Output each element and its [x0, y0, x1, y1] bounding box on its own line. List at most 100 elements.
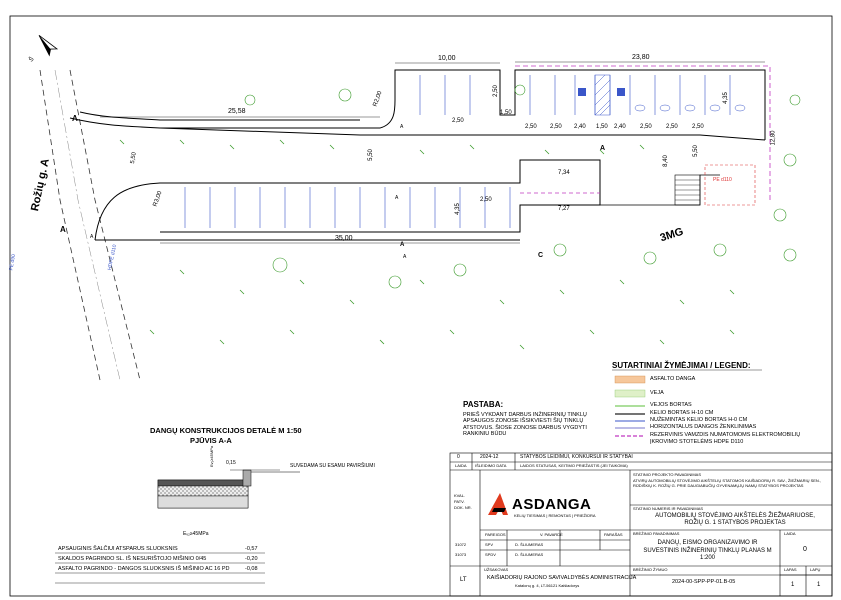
dim-4-35-b: 4,35	[454, 203, 461, 215]
tb-role-1-name: D. ŠLIUMERAS	[515, 542, 544, 547]
section-mark-c: C	[538, 252, 544, 259]
north-arrow-icon	[38, 34, 59, 57]
detail-surface-note: SUVEDAMA SU ESAMU PAVIRŠIUMI	[290, 463, 375, 469]
dim-2-50-v: 2,50	[492, 85, 499, 97]
tb-client-addr: Katalonų g. 4, LT-56121 Kaišiadorys	[515, 583, 580, 588]
utility-pe-right: PE d110	[713, 177, 732, 183]
tb-laida-label: LAIDA	[784, 531, 796, 536]
legend-item-asphalt: ASFALTO DANGA	[650, 376, 696, 382]
dimension-lines	[100, 61, 765, 244]
tb-code-label: BRĖŽINIO ŽYMUO	[633, 567, 668, 572]
construction-detail-graphic	[157, 469, 300, 509]
reserve-pipe-line	[515, 65, 771, 200]
tb-part-label: STATINIO NUMERIS IR PAVADINIMAS	[633, 506, 704, 511]
detail-layer-table	[55, 552, 265, 584]
detail-layer-1-value: -0,57	[245, 546, 258, 552]
detail-layer-2-value: -0,20	[245, 556, 258, 562]
legend-item-road-curb: KELIO BORTAS H-10 CM	[650, 410, 714, 416]
tb-role-2-id: 31073	[455, 552, 467, 557]
tb-role-1-role: SPV	[485, 542, 494, 547]
tb-company: ASDANGA	[512, 496, 592, 513]
section-mark-a1: A	[600, 145, 606, 152]
detail-layer-1: APSAUGINIS ŠALČIUI ATSPARUS SLUOKSNIS	[58, 546, 178, 552]
legend-title: SUTARTINIAI ŽYMĖJIMAI / LEGEND:	[612, 361, 751, 370]
section-arrow-a2: A	[400, 124, 404, 130]
dim-7-34: 7,34	[558, 170, 570, 176]
section-mark-a2: A	[60, 225, 66, 234]
legend-item-reserve-pipe: REZERVINIS VAMZDIS NUMATOMOMS ELEKTROMOB…	[650, 432, 801, 445]
tb-client-label: UŽSAKOVAS	[484, 567, 509, 572]
dim-10-00: 10,00	[438, 55, 456, 62]
street-edges	[39, 69, 141, 381]
dim-2-50-h: 2,50	[480, 197, 492, 203]
note-title: PASTABA:	[463, 400, 504, 409]
tb-laida-value: 0	[803, 546, 807, 553]
dim-25-58: 25,58	[228, 108, 246, 115]
tb-code: 2024-00-SPP-PP-01.B-05	[672, 579, 736, 585]
sheet-frame	[9, 15, 833, 597]
detail-ev-top: Ev₂≥45MPa	[209, 445, 214, 467]
dim-1-50-b: 1,50	[596, 124, 608, 130]
dim-4-35-a: 4,35	[722, 92, 729, 104]
tb-role-header: PAREIGOS	[485, 532, 506, 537]
legend-item-marking: HORIZONTALUS DANGOS ŽENKLINIMAS	[650, 424, 757, 430]
tb-company-tag: KELIŲ TIESIMAS | REMONTAS | PRIEŽIŪRA	[514, 513, 596, 518]
tb-label-kval: KVAL.	[454, 493, 466, 498]
detail-layer-2: SKALDOS PAGRINDO SL. IŠ NESURIŠTOJO MIŠI…	[58, 556, 207, 562]
dim-12-80: 12,80	[770, 130, 777, 146]
detail-dim-015: 0,15	[226, 460, 236, 466]
tb-client-text: KAIŠIADORIŲ RAJONO SAVIVALDYBĖS ADMINIST…	[487, 575, 637, 581]
dim-1-50-a: 1,50	[500, 110, 512, 116]
footpath	[600, 174, 720, 206]
section-mark-a3: A	[72, 114, 78, 123]
disabled-parking-icon	[578, 88, 625, 96]
title-block-grid	[449, 452, 833, 597]
charging-zone	[704, 164, 756, 206]
section-mark-a4: A	[400, 242, 405, 248]
tb-role-1-id: 31072	[455, 542, 467, 547]
car-icons	[634, 104, 746, 112]
detail-ev-bottom: Eᵥ₂≥45MPa	[183, 531, 209, 537]
asdanga-logo-icon	[488, 493, 508, 515]
section-arrow-a1: A	[395, 195, 399, 201]
tb-rev-desc: STATYBOS LEIDIMUI, KONKURSUI IR STATYBAI	[520, 454, 633, 460]
dim-5-50-c: 5,50	[692, 145, 699, 157]
dim-2-40-a: 2,40	[574, 124, 586, 130]
lower-parking-stalls	[184, 187, 511, 228]
dim-35-00: 35,00	[335, 235, 353, 242]
tb-part-text: AUTOMOBILIŲ STOVĖJIMO AIKŠTELĖS ŽIEŽMARI…	[655, 513, 815, 527]
tb-object-text: ATVIRŲ AUTOMOBILIŲ STOVĖJIMO AIKŠTELIŲ S…	[633, 478, 822, 488]
upper-parking-stalls	[419, 75, 731, 115]
legend-item-lowered-curb: NUŽEMINTAS KELIO BORTAS H-0 CM	[650, 417, 748, 423]
dim-2-40-b: 2,40	[614, 124, 626, 130]
tb-object-label: STATINIO PROJEKTO PAVADINIMAS	[633, 472, 702, 477]
tb-sheet-value: 1	[791, 582, 795, 588]
dim-2-50-c: 2,50	[525, 124, 537, 130]
legend-swatches	[614, 375, 646, 437]
tb-label-patv: PATV.	[454, 499, 465, 504]
dim-2-50-f: 2,50	[666, 124, 678, 130]
dim-2-50-e: 2,50	[640, 124, 652, 130]
tb-label-dok: DOK. NR.	[454, 505, 472, 510]
tb-col-laida: LAIDA	[455, 463, 467, 468]
section-arrow-a3: A	[90, 234, 94, 240]
tb-sheet-label: LAPAS	[784, 567, 797, 572]
legend-item-lawn: VEJA	[650, 390, 664, 396]
tb-col-desc: LAIDOS STATUSAS, KEITIMO PRIEŽASTIS (JEI…	[520, 463, 628, 468]
lower-parking-lot	[94, 159, 601, 241]
dim-8-40: 8,40	[662, 155, 669, 167]
street-centerline	[54, 69, 121, 381]
tb-role-2-name: D. ŠLIUMERAS	[515, 552, 544, 557]
section-arrow-a4: A	[403, 254, 407, 260]
legend-item-lawn-curb: VEJOS BORTAS	[650, 402, 692, 408]
tb-sign-header: PARAŠAS	[604, 532, 623, 537]
dim-7-27: 7,27	[558, 206, 570, 212]
tb-role-2-role: SPDV	[485, 552, 496, 557]
dim-2-50-g: 2,50	[692, 124, 704, 130]
dim-5-50-b: 5,50	[367, 149, 374, 161]
dim-2-50-d: 2,50	[550, 124, 562, 130]
tb-sheets-label: LAPŲ	[810, 567, 821, 572]
tb-drawing-label: BRĖŽINIO PAVADINIMAS	[633, 531, 680, 536]
